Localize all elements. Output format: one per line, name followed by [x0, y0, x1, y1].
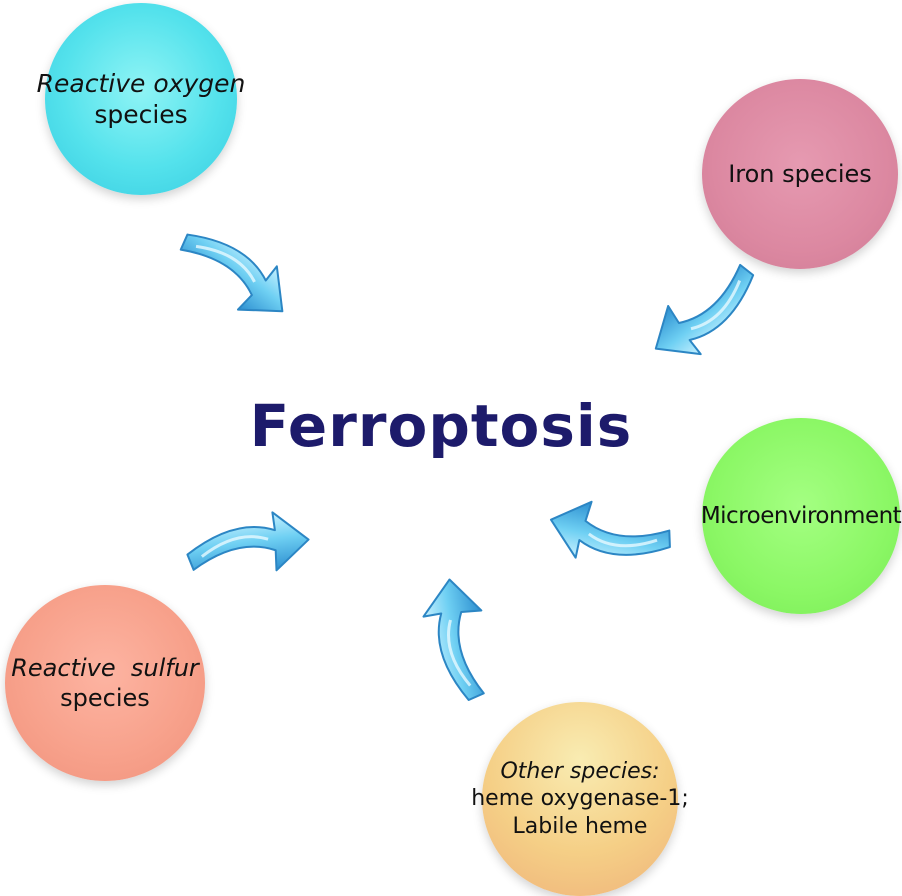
diagram-title: Ferroptosis [249, 392, 633, 460]
node-label: species [94, 100, 188, 129]
arrow-micro-to-ferroptosis [549, 500, 671, 559]
arrow-iron-to-ferroptosis [654, 263, 755, 356]
arrow-ros-to-ferroptosis [179, 233, 284, 313]
node-reactive-oxygen-species: Reactive oxygen species [37, 3, 245, 195]
arrow-other-to-ferroptosis [422, 578, 485, 702]
node-reactive-sulfur-species: Reactive sulfur species [5, 585, 205, 781]
node-microenvironment: Microenvironment [700, 418, 902, 614]
node-label: heme oxygenase-1; [471, 786, 689, 812]
node-label: Microenvironment [700, 502, 902, 529]
arrow-rss-to-ferroptosis [186, 511, 310, 572]
node-label: Other species: [500, 758, 660, 784]
node-label: Iron species [728, 160, 872, 188]
node-label: Reactive oxygen [36, 68, 246, 98]
node-label: Reactive sulfur [11, 654, 199, 682]
node-iron-species: Iron species [702, 79, 898, 269]
node-other-species: Other species: heme oxygenase-1; Labile … [471, 702, 689, 896]
node-label: Labile heme [512, 813, 648, 839]
node-label: species [60, 684, 150, 712]
